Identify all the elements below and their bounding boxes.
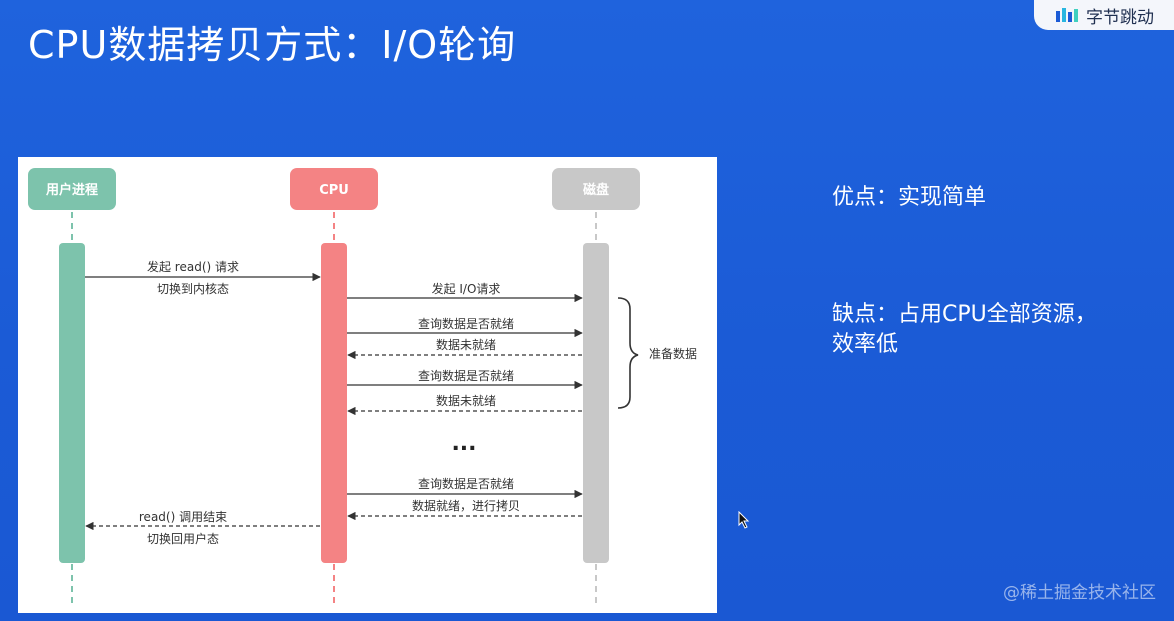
message-label: read() 调用结束 (139, 510, 227, 524)
activation-disk (583, 243, 609, 563)
brace-label: 准备数据 (649, 346, 697, 361)
participant-disk-label: 磁盘 (583, 182, 609, 198)
message-label: 查询数据是否就绪 (418, 316, 514, 331)
slide-title: CPU数据拷贝方式：I/O轮询 (28, 23, 517, 67)
message-label: 查询数据是否就绪 (418, 476, 514, 491)
message-label: 发起 read() 请求 (147, 259, 239, 274)
brand-logo-icon (1056, 8, 1078, 22)
source-watermark: @稀土掘金技术社区 (1003, 583, 1156, 603)
activation-user-process (59, 243, 85, 563)
participant-cpu (290, 168, 378, 210)
message-label: 发起 I/O请求 (432, 281, 501, 296)
participant-disk (552, 168, 640, 210)
participant-user-process (28, 168, 116, 210)
mouse-cursor-icon (738, 511, 750, 529)
activation-cpu (321, 243, 347, 563)
message-label: 切换回用户态 (147, 531, 219, 546)
message-label: 查询数据是否就绪 (418, 368, 514, 383)
participant-user-process-label: 用户进程 (45, 182, 98, 198)
message-label: 切换到内核态 (157, 282, 229, 296)
disadvantage-text-continued: 效率低 (832, 332, 899, 357)
message-label: 数据就绪，进行拷贝 (412, 498, 520, 513)
prepare-data-brace (617, 297, 639, 409)
sequence-diagram: 用户进程 CPU 磁盘 发起 read() 请求 切换到内核态 发起 I/O请求… (18, 157, 717, 613)
ellipsis: ... (451, 431, 476, 456)
message-label: 数据未就绪 (436, 393, 496, 408)
brand-logo-text: 字节跳动 (1086, 7, 1154, 28)
brand-logo: 字节跳动 (1034, 0, 1174, 30)
advantage-text: 优点：实现简单 (832, 185, 987, 210)
message-label: 数据未就绪 (436, 337, 496, 352)
disadvantage-text: 缺点：占用CPU全部资源， (832, 302, 1097, 327)
participant-cpu-label: CPU (319, 183, 349, 198)
